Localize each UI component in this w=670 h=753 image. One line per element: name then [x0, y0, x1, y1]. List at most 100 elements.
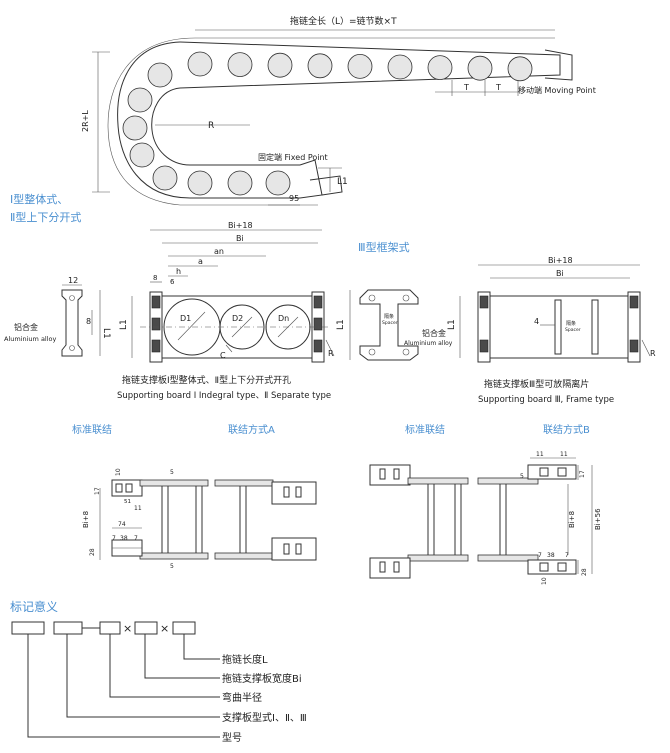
jb-d11b: 11 — [560, 451, 568, 458]
total-length-label: 拖链全长（L）=链节数×T — [290, 15, 397, 27]
board3-drawing — [459, 264, 651, 363]
legend-model: 型号 — [222, 731, 242, 744]
type12-heading-2: Ⅱ型上下分开式 — [10, 210, 81, 224]
dim-bi-a: Bi — [236, 234, 244, 243]
dim-a: a — [198, 257, 203, 266]
legend-radius: 弯曲半径 — [222, 691, 262, 704]
dim-95-label: 95 — [289, 194, 299, 203]
dim-l1-b: L1 — [119, 319, 129, 330]
ja-bi8: Bi+8 — [82, 511, 90, 528]
pitch-label-2: T — [495, 83, 501, 92]
board12-drawing — [131, 229, 335, 363]
legend-x-2: × — [160, 622, 169, 635]
spacer-en-2: Spacer — [565, 327, 581, 333]
aluminium-en-label: Aluminium alloy — [4, 335, 57, 343]
chain-link — [307, 53, 333, 79]
dim-12: 12 — [68, 276, 78, 285]
dim-bi18-a: Bi+18 — [228, 221, 253, 230]
ja-d7b: 7 — [134, 535, 138, 542]
ja-d10: 10 — [115, 468, 122, 476]
ja-d74: 74 — [118, 521, 126, 528]
2rl-label: 2R+L — [81, 110, 90, 132]
ja-d28: 28 — [89, 548, 96, 556]
ja-d38: 38 — [120, 535, 128, 542]
chain-link — [127, 87, 153, 113]
jb-d17: 17 — [579, 470, 586, 478]
dim-h: h — [176, 267, 181, 276]
chain-link — [227, 170, 253, 196]
moving-point-label: 移动端 Moving Point — [518, 85, 596, 95]
dim-4: 4 — [534, 317, 539, 326]
jb-d28: 28 — [581, 568, 588, 576]
legend-title: 标记意义 — [10, 599, 58, 614]
chain-link — [227, 52, 253, 77]
aluminium-profile-frame — [349, 289, 419, 361]
dim-l1-c: L1 — [336, 319, 346, 330]
dim-bi-b: Bi — [556, 269, 564, 278]
ja-d11: 11 — [134, 505, 142, 512]
std-join-heading-b: 标准联结 — [405, 423, 445, 436]
chain-link — [387, 54, 413, 80]
hole-d1: D1 — [180, 314, 191, 323]
jb-d10: 10 — [541, 577, 548, 585]
aluminium-profile-small — [61, 284, 101, 357]
chain-link — [265, 170, 291, 196]
hole-d2: D2 — [232, 314, 243, 323]
dim-r-b: R — [650, 349, 656, 358]
jb-d38: 38 — [547, 552, 555, 559]
ja-d17: 17 — [94, 487, 101, 495]
fixed-point-label: 固定端 Fixed Point — [258, 152, 328, 162]
spacer-en-1: Spacer — [382, 320, 398, 326]
chain-link — [467, 55, 493, 81]
standard-join-left — [99, 479, 209, 560]
ja-d5a: 5 — [170, 469, 174, 476]
ja-d51: 51 — [124, 499, 131, 505]
drag-chain-side-view — [92, 29, 573, 206]
chain-link — [347, 54, 373, 79]
join-a-heading: 联结方式A — [228, 423, 275, 436]
chain-link — [267, 52, 293, 78]
pitch-label-1: T — [463, 83, 469, 92]
hole-dn: Dn — [278, 314, 289, 323]
dim-8-b: 8 — [153, 274, 157, 282]
dim-l1-a: L1 — [101, 328, 111, 339]
type12-heading-1: Ⅰ型整体式、 — [10, 192, 68, 206]
jb-d11a: 11 — [536, 451, 544, 458]
jb-d5: 5 — [520, 473, 524, 480]
standard-join-right — [369, 464, 469, 579]
legend-length: 拖链长度L — [222, 653, 268, 666]
radius-label: R — [208, 121, 214, 131]
jb-d7b: 7 — [565, 552, 569, 559]
dim-bi18-b: Bi+18 — [548, 256, 573, 265]
board12-caption-en: Supporting board Ⅰ Indegral type、Ⅱ Separ… — [117, 391, 331, 401]
jb-bi8: Bi+8 — [568, 511, 576, 528]
legend-board-type: 支撑板型式Ⅰ、Ⅱ、Ⅲ — [222, 711, 307, 724]
jb-bi56: Bi+56 — [594, 508, 602, 530]
chain-link — [152, 165, 178, 191]
join-b-heading: 联结方式B — [543, 423, 590, 436]
chain-link — [187, 170, 213, 196]
aluminium-cn-label: 铝合金 — [14, 322, 38, 332]
spacer-cn-2: 隔条 — [566, 320, 576, 327]
board12-caption-cn: 拖链支撑板Ⅰ型整体式、Ⅱ型上下分开式开孔 — [122, 374, 291, 386]
chain-link — [427, 55, 453, 80]
aluminium-cn-label-b: 铝合金 — [422, 328, 446, 338]
chain-link — [122, 115, 148, 141]
aluminium-en-label-b: Aluminium alloy — [404, 340, 453, 347]
dim-8: 8 — [86, 317, 91, 326]
join-a-drawing — [214, 479, 317, 561]
legend-x-1: × — [123, 622, 132, 635]
chain-link — [129, 142, 155, 168]
spacer-cn-1: 隔条 — [384, 313, 394, 320]
dim-6: 6 — [170, 278, 175, 286]
board3-caption-en: Supporting board Ⅲ, Frame type — [478, 395, 614, 405]
legend-width: 拖链支撑板宽度Bi — [222, 672, 302, 685]
ja-d5b: 5 — [170, 563, 174, 570]
std-join-heading-a: 标准联结 — [72, 423, 112, 436]
dim-r-a: R — [328, 349, 334, 358]
chain-link — [507, 56, 533, 82]
dim-an: an — [214, 247, 224, 256]
chain-link — [147, 62, 173, 88]
dim-c: C — [220, 351, 226, 360]
dim-l1-d: L1 — [447, 319, 457, 330]
